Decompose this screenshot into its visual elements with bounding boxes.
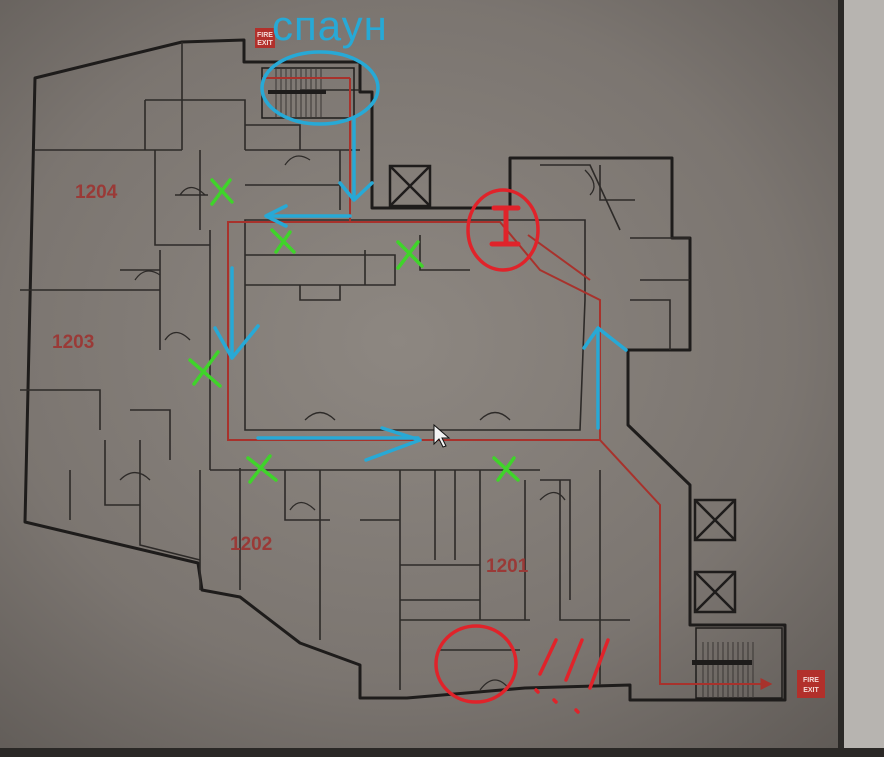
interior-walls xyxy=(20,42,690,690)
route-arrows xyxy=(213,116,628,462)
spawn-circle xyxy=(260,50,380,126)
frame-bottom xyxy=(0,748,884,757)
wall-background xyxy=(844,0,884,757)
room-label-1201: 1201 xyxy=(486,556,529,577)
fire-exit-sign-top: FIRE EXIT xyxy=(255,28,275,48)
item-marker xyxy=(466,188,540,272)
shaft-boxes xyxy=(388,164,737,614)
frame-edge xyxy=(838,0,844,757)
room-label-1204: 1204 xyxy=(75,182,118,203)
fire-exit-line1: FIRE xyxy=(803,677,819,684)
mouse-cursor xyxy=(433,423,451,448)
cross-marker xyxy=(210,178,234,206)
fire-exit-sign-bottom: FIRE EXIT xyxy=(797,670,825,698)
fire-exit-line2: EXIT xyxy=(803,687,819,694)
cross-marker xyxy=(492,456,520,482)
cross-marker xyxy=(396,240,424,270)
cross-markers xyxy=(188,178,520,484)
fire-exit-line2: EXIT xyxy=(257,40,273,47)
danger-area-marker xyxy=(434,624,610,714)
room-label-1202: 1202 xyxy=(230,534,272,555)
stairs-bottom xyxy=(692,627,783,699)
evacuation-path xyxy=(227,77,773,690)
room-label-1203: 1203 xyxy=(52,332,94,353)
cross-marker xyxy=(246,454,278,484)
building-outline xyxy=(23,38,787,702)
fire-exit-line1: FIRE xyxy=(257,32,273,39)
cross-marker xyxy=(188,350,222,388)
cross-marker xyxy=(270,228,296,254)
spawn-label: спаун xyxy=(272,2,388,49)
